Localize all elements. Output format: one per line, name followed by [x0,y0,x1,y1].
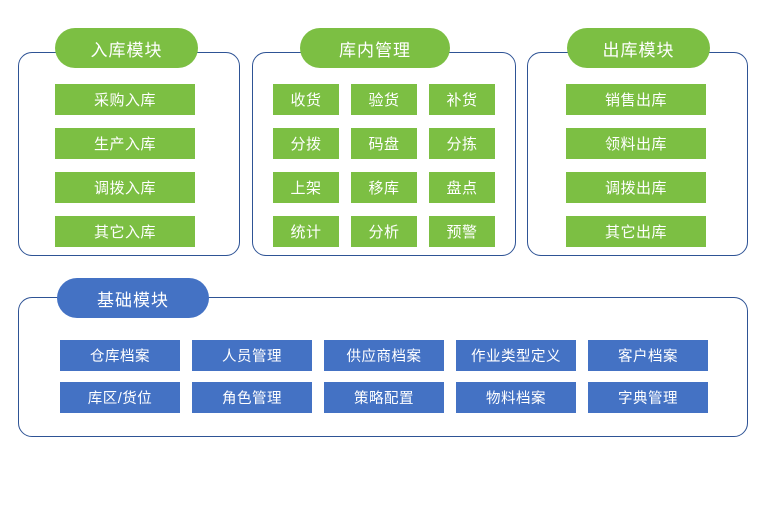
module-button-receiving[interactable]: 收货 [273,84,339,115]
module-list-inbound: 采购入库 生产入库 调拨入库 其它入库 [55,84,195,247]
module-button-allocation[interactable]: 分拨 [273,128,339,159]
module-grid-basic: 仓库档案 人员管理 供应商档案 作业类型定义 客户档案 库区/货位 角色管理 策… [60,340,708,413]
panel-title-inbound[interactable]: 入库模块 [55,28,198,68]
module-button-palletizing[interactable]: 码盘 [351,128,417,159]
module-button-statistics[interactable]: 统计 [273,216,339,247]
module-grid-in-warehouse: 收货 验货 补货 分拨 码盘 分拣 上架 移库 盘点 统计 分析 预警 [273,84,495,247]
panel-title-in-warehouse[interactable]: 库内管理 [300,28,450,68]
module-button-putaway[interactable]: 上架 [273,172,339,203]
panel-basic [18,297,748,437]
module-button-outbound-picking[interactable]: 领料出库 [566,128,706,159]
module-button-role-management[interactable]: 角色管理 [192,382,312,413]
panel-title-basic[interactable]: 基础模块 [57,278,209,318]
panel-title-outbound[interactable]: 出库模块 [567,28,710,68]
module-button-alert[interactable]: 预警 [429,216,495,247]
module-button-inbound-production[interactable]: 生产入库 [55,128,195,159]
module-button-outbound-sales[interactable]: 销售出库 [566,84,706,115]
module-button-customer-archive[interactable]: 客户档案 [588,340,708,371]
module-button-dictionary[interactable]: 字典管理 [588,382,708,413]
module-button-task-type[interactable]: 作业类型定义 [456,340,576,371]
module-button-move-stock[interactable]: 移库 [351,172,417,203]
module-button-inbound-transfer[interactable]: 调拨入库 [55,172,195,203]
module-button-stocktaking[interactable]: 盘点 [429,172,495,203]
module-button-warehouse-archive[interactable]: 仓库档案 [60,340,180,371]
module-button-analysis[interactable]: 分析 [351,216,417,247]
module-button-material-archive[interactable]: 物料档案 [456,382,576,413]
module-list-outbound: 销售出库 领料出库 调拨出库 其它出库 [566,84,706,247]
module-button-personnel[interactable]: 人员管理 [192,340,312,371]
module-button-policy-config[interactable]: 策略配置 [324,382,444,413]
module-button-supplier-archive[interactable]: 供应商档案 [324,340,444,371]
module-button-outbound-other[interactable]: 其它出库 [566,216,706,247]
module-button-zone-location[interactable]: 库区/货位 [60,382,180,413]
module-button-replenish[interactable]: 补货 [429,84,495,115]
module-button-inbound-other[interactable]: 其它入库 [55,216,195,247]
module-button-outbound-transfer[interactable]: 调拨出库 [566,172,706,203]
module-button-inbound-purchase[interactable]: 采购入库 [55,84,195,115]
module-button-sorting[interactable]: 分拣 [429,128,495,159]
module-button-inspection[interactable]: 验货 [351,84,417,115]
